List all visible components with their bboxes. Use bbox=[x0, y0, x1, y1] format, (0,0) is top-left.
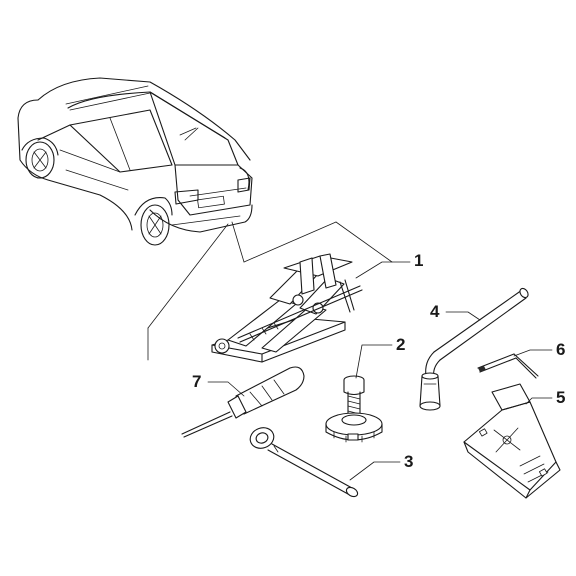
spare-wheel-clamp-screw bbox=[325, 375, 383, 443]
screwdriver bbox=[181, 366, 305, 438]
scissor-jack bbox=[211, 253, 363, 363]
location-leader bbox=[147, 221, 393, 361]
vehicle-illustration bbox=[17, 77, 253, 246]
callout-leaders bbox=[207, 261, 553, 481]
callout-2: 2 bbox=[396, 335, 405, 354]
wheel-brace bbox=[419, 287, 529, 411]
hex-key bbox=[477, 353, 539, 379]
callout-numbers: 1 2 3 4 5 6 7 bbox=[192, 251, 565, 471]
callout-6: 6 bbox=[556, 340, 565, 359]
towing-eye bbox=[249, 427, 359, 498]
callout-1: 1 bbox=[414, 251, 423, 270]
callout-3: 3 bbox=[404, 452, 413, 471]
wheel-chock bbox=[463, 383, 561, 499]
callout-7: 7 bbox=[192, 372, 201, 391]
callout-4: 4 bbox=[430, 302, 440, 321]
callout-5: 5 bbox=[556, 388, 565, 407]
